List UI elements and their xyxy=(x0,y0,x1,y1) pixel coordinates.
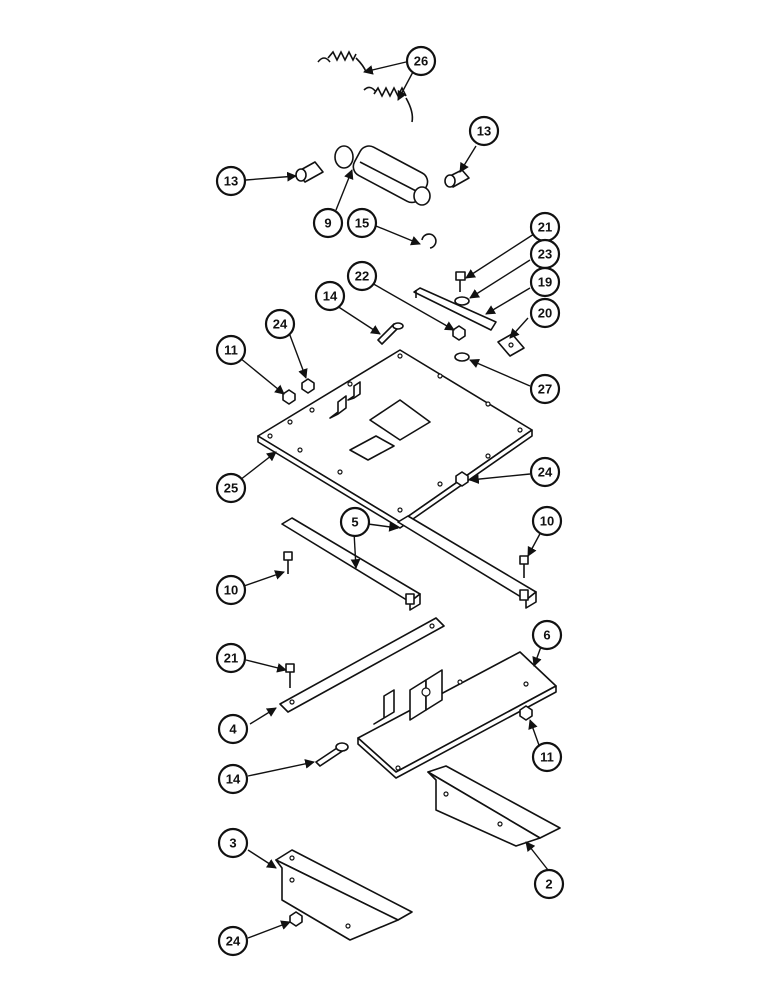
callout-15: 15 xyxy=(346,207,378,239)
part-bracket-plate xyxy=(357,651,557,779)
callout-24: 24 xyxy=(529,456,561,488)
callout-13: 13 xyxy=(468,115,500,147)
part-gas-spring xyxy=(334,145,431,206)
part-slide-rails xyxy=(281,515,537,611)
callout-label: 2 xyxy=(545,877,552,892)
callout-label: 14 xyxy=(323,289,338,304)
callout-10: 10 xyxy=(531,505,563,537)
part-pin-lower xyxy=(315,742,349,767)
callout-22: 22 xyxy=(346,260,378,292)
callout-6: 6 xyxy=(531,619,563,651)
callout-20: 20 xyxy=(529,297,561,329)
callout-21: 21 xyxy=(529,211,561,243)
callout-label: 4 xyxy=(229,722,237,737)
callout-label: 6 xyxy=(543,628,550,643)
callout-13: 13 xyxy=(215,165,247,197)
callout-label: 10 xyxy=(540,514,554,529)
callout-label: 24 xyxy=(538,465,553,480)
part-seat-plate xyxy=(257,349,533,529)
callout-9: 9 xyxy=(312,207,344,239)
part-clip xyxy=(421,233,437,249)
callout-14: 14 xyxy=(314,280,346,312)
callout-label: 15 xyxy=(355,216,369,231)
callout-25: 25 xyxy=(215,472,247,504)
callout-label: 25 xyxy=(224,481,238,496)
callout-label: 23 xyxy=(538,247,552,262)
callout-5: 5 xyxy=(339,506,371,538)
callout-26: 26 xyxy=(405,45,437,77)
part-lower-bracket-right xyxy=(427,765,561,847)
part-springs xyxy=(317,50,414,123)
callout-14: 14 xyxy=(217,763,249,795)
callout-label: 11 xyxy=(224,343,238,358)
callout-label: 20 xyxy=(538,306,552,321)
part-pin-top xyxy=(377,322,404,345)
callout-label: 24 xyxy=(226,934,241,949)
callout-label: 21 xyxy=(224,651,238,666)
callout-label: 13 xyxy=(477,124,491,139)
callout-label: 26 xyxy=(414,54,428,69)
callout-label: 27 xyxy=(538,382,552,397)
part-bar xyxy=(279,617,445,713)
callout-label: 11 xyxy=(540,750,554,765)
callout-label: 13 xyxy=(224,174,238,189)
callout-label: 21 xyxy=(538,220,552,235)
part-bolts-rails xyxy=(283,551,529,578)
callout-24: 24 xyxy=(217,925,249,957)
callout-label: 5 xyxy=(351,515,358,530)
callout-label: 24 xyxy=(273,317,288,332)
part-bushings xyxy=(295,161,470,188)
callout-4: 4 xyxy=(217,713,249,745)
callout-3: 3 xyxy=(217,827,249,859)
callout-label: 3 xyxy=(229,836,236,851)
part-bolts-top xyxy=(452,271,470,362)
part-lower-bracket-left xyxy=(275,849,413,941)
callout-24: 24 xyxy=(264,308,296,340)
callout-21: 21 xyxy=(215,642,247,674)
callout-label: 22 xyxy=(355,269,369,284)
callout-10: 10 xyxy=(215,574,247,606)
callout-label: 19 xyxy=(538,275,552,290)
callout-11: 11 xyxy=(215,334,247,366)
part-latch xyxy=(497,333,525,357)
callout-2: 2 xyxy=(533,868,565,900)
part-nuts-plate xyxy=(282,378,469,487)
callout-11: 11 xyxy=(531,741,563,773)
callout-label: 9 xyxy=(324,216,331,231)
leader-lines xyxy=(239,61,549,939)
callout-label: 14 xyxy=(226,772,241,787)
part-lever xyxy=(413,287,497,331)
callout-19: 19 xyxy=(529,266,561,298)
callout-27: 27 xyxy=(529,373,561,405)
callout-label: 10 xyxy=(224,583,238,598)
callout-23: 23 xyxy=(529,238,561,270)
